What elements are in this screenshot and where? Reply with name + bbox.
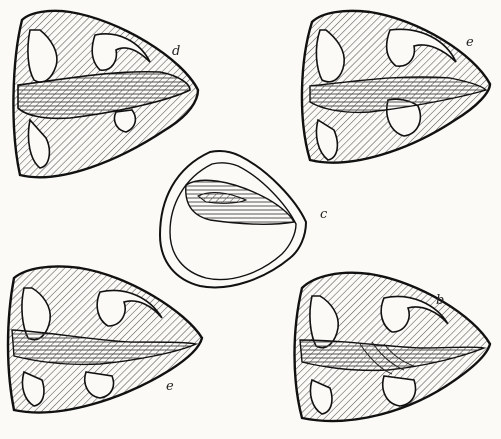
section-top-right (302, 11, 490, 163)
section-bottom-right (295, 273, 491, 421)
label-center: c (320, 208, 327, 221)
section-top-left (13, 11, 198, 177)
label-bottom-left: e (166, 380, 174, 393)
section-center (160, 151, 306, 287)
label-top-left: d (172, 45, 180, 58)
label-bottom-right: b (436, 294, 444, 307)
label-top-right: e (466, 36, 474, 49)
